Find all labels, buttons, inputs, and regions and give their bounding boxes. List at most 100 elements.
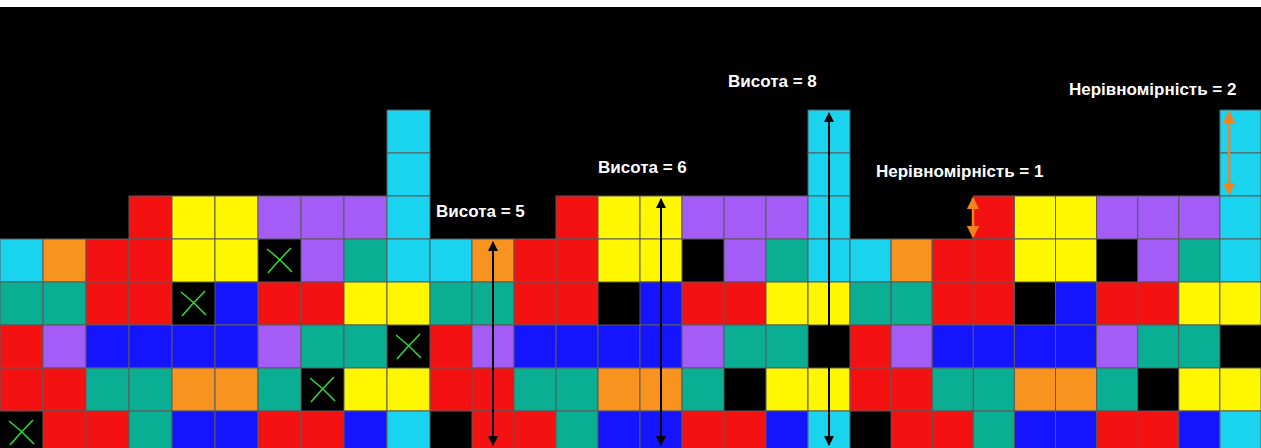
tetris-cell	[1179, 239, 1220, 282]
tetris-cell	[1220, 239, 1261, 282]
tetris-cell	[387, 153, 430, 196]
tetris-cell	[973, 282, 1014, 325]
measure-label: Нерівномірність = 1	[876, 162, 1043, 182]
tetris-cell	[766, 325, 808, 368]
tetris-cell	[1097, 196, 1138, 239]
tetris-cell	[129, 325, 172, 368]
tetris-cell	[1056, 368, 1097, 411]
tetris-cell	[973, 368, 1014, 411]
tetris-cell	[86, 411, 129, 448]
tetris-cell	[766, 368, 808, 411]
measure-label: Нерівномірність = 2	[1069, 80, 1236, 100]
tetris-cell	[1097, 368, 1138, 411]
tetris-cell	[1014, 368, 1055, 411]
tetris-cell	[1138, 325, 1179, 368]
tetris-cell	[932, 368, 973, 411]
tetris-cell	[682, 411, 724, 448]
tetris-cell	[1056, 282, 1097, 325]
tetris-cell	[724, 239, 766, 282]
tetris-cell	[0, 239, 43, 282]
tetris-cell	[43, 282, 86, 325]
tetris-cell	[1220, 411, 1261, 448]
tetris-cell	[1179, 368, 1220, 411]
tetris-cell	[344, 368, 387, 411]
tetris-cell	[891, 368, 932, 411]
tetris-cell	[766, 239, 808, 282]
tetris-cell	[1097, 325, 1138, 368]
tetris-cell	[43, 325, 86, 368]
tetris-cell	[301, 325, 344, 368]
hole-cross	[9, 420, 34, 445]
tetris-cell	[43, 239, 86, 282]
tetris-cell	[129, 239, 172, 282]
tetris-cell	[724, 325, 766, 368]
tetris-cell	[556, 325, 598, 368]
measure-label: Висота = 8	[728, 72, 817, 92]
tetris-cell	[1138, 196, 1179, 239]
tetris-cell	[344, 282, 387, 325]
tetris-cell	[129, 411, 172, 448]
tetris-cell	[1014, 325, 1055, 368]
tetris-cell	[850, 368, 891, 411]
tetris-cell	[344, 239, 387, 282]
tetris-cell	[1220, 110, 1261, 153]
tetris-cell	[598, 196, 640, 239]
tetris-cell	[850, 282, 891, 325]
tetris-cell	[258, 282, 301, 325]
tetris-cell	[1097, 282, 1138, 325]
tetris-cell	[215, 325, 258, 368]
tetris-cell	[850, 239, 891, 282]
tetris-cell	[1056, 411, 1097, 448]
tetris-cell	[172, 368, 215, 411]
tetris-cell	[0, 282, 43, 325]
tetris-cell	[556, 282, 598, 325]
tetris-cell	[258, 368, 301, 411]
tetris-cell	[891, 325, 932, 368]
tetris-cell	[430, 239, 472, 282]
tetris-cell	[344, 196, 387, 239]
tetris-cell	[215, 196, 258, 239]
tetris-cell	[1220, 196, 1261, 239]
tetris-cell	[1179, 325, 1220, 368]
tetris-cell	[387, 411, 430, 448]
tetris-cell	[344, 411, 387, 448]
tetris-cell	[598, 411, 640, 448]
tetris-cell	[1056, 239, 1097, 282]
tetris-cell	[129, 196, 172, 239]
cells	[0, 110, 1261, 448]
tetris-cell	[387, 110, 430, 153]
tetris-cell	[86, 325, 129, 368]
tetris-cell	[301, 196, 344, 239]
tetris-cell	[891, 282, 932, 325]
tetris-cell	[1056, 325, 1097, 368]
tetris-cell	[556, 239, 598, 282]
tetris-cell	[724, 411, 766, 448]
tetris-cell	[1220, 282, 1261, 325]
measure-label: Висота = 6	[598, 158, 687, 178]
tetris-cell	[129, 368, 172, 411]
tetris-cell	[514, 411, 556, 448]
tetris-cell	[86, 282, 129, 325]
tetris-cell	[172, 239, 215, 282]
tetris-cell	[556, 411, 598, 448]
tetris-cell	[682, 282, 724, 325]
hole-cross	[267, 248, 292, 273]
tetris-cell	[598, 239, 640, 282]
tetris-cell	[86, 239, 129, 282]
tetris-cell	[387, 239, 430, 282]
tetris-cell	[0, 325, 43, 368]
tetris-cell	[1056, 196, 1097, 239]
board-ground	[0, 7, 1261, 448]
tetris-cell	[932, 282, 973, 325]
tetris-cell	[1014, 196, 1055, 239]
tetris-cell	[1138, 239, 1179, 282]
tetris-cell	[514, 368, 556, 411]
tetris-cell	[215, 411, 258, 448]
hole-cross	[310, 377, 335, 402]
tetris-cell	[301, 282, 344, 325]
tetris-cell	[1179, 282, 1220, 325]
tetris-cell	[973, 411, 1014, 448]
tetris-cell	[1014, 411, 1055, 448]
tetris-cell	[850, 325, 891, 368]
